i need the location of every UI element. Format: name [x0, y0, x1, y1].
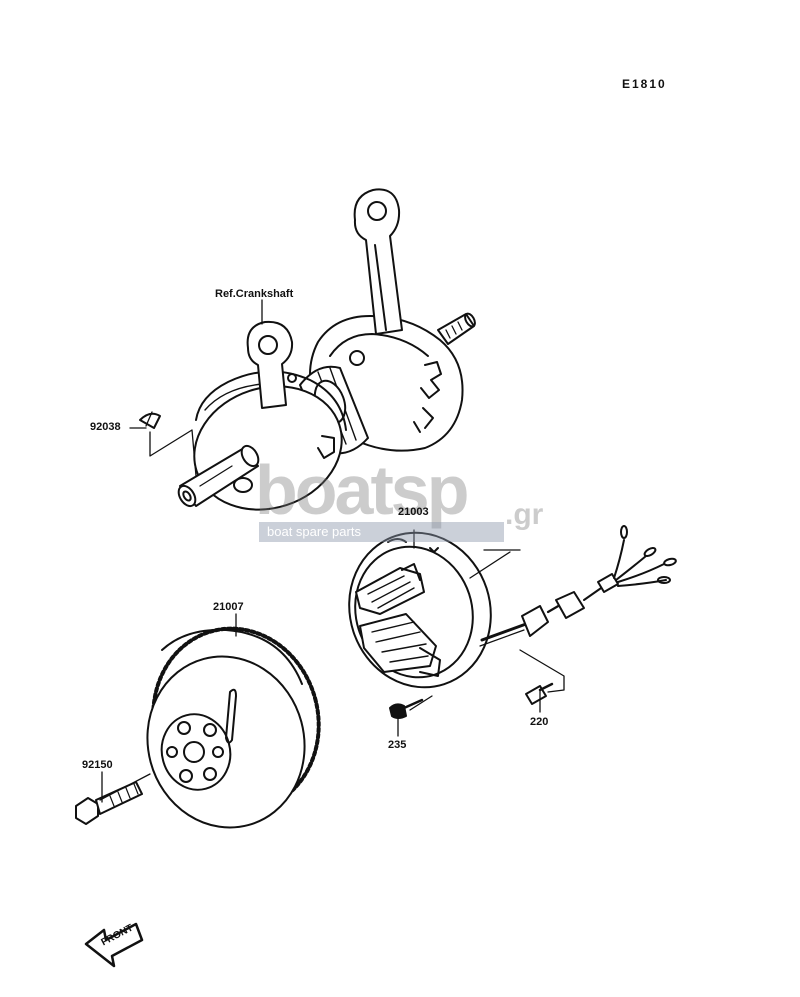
label-ref-crankshaft: Ref.Crankshaft [215, 288, 294, 300]
label-part-92150[interactable]: 92150 [82, 759, 113, 771]
label-part-235[interactable]: 235 [388, 739, 407, 751]
label-part-21003[interactable]: 21003 [398, 506, 429, 518]
diagram-code: E1810 [622, 77, 667, 91]
bolt-92150-part [75, 781, 143, 825]
screw-220-part [525, 682, 554, 705]
front-direction-arrow [84, 922, 144, 968]
label-part-220[interactable]: 220 [530, 716, 549, 728]
woodruff-key-part [139, 411, 161, 429]
label-part-92038[interactable]: 92038 [90, 421, 121, 433]
leader-lines [99, 299, 565, 803]
flywheel-part [146, 626, 321, 829]
stator-plate-part [348, 525, 677, 689]
crankshaft-assembly [177, 188, 476, 511]
label-part-21007[interactable]: 21007 [213, 601, 244, 613]
screw-235-part [389, 698, 424, 719]
